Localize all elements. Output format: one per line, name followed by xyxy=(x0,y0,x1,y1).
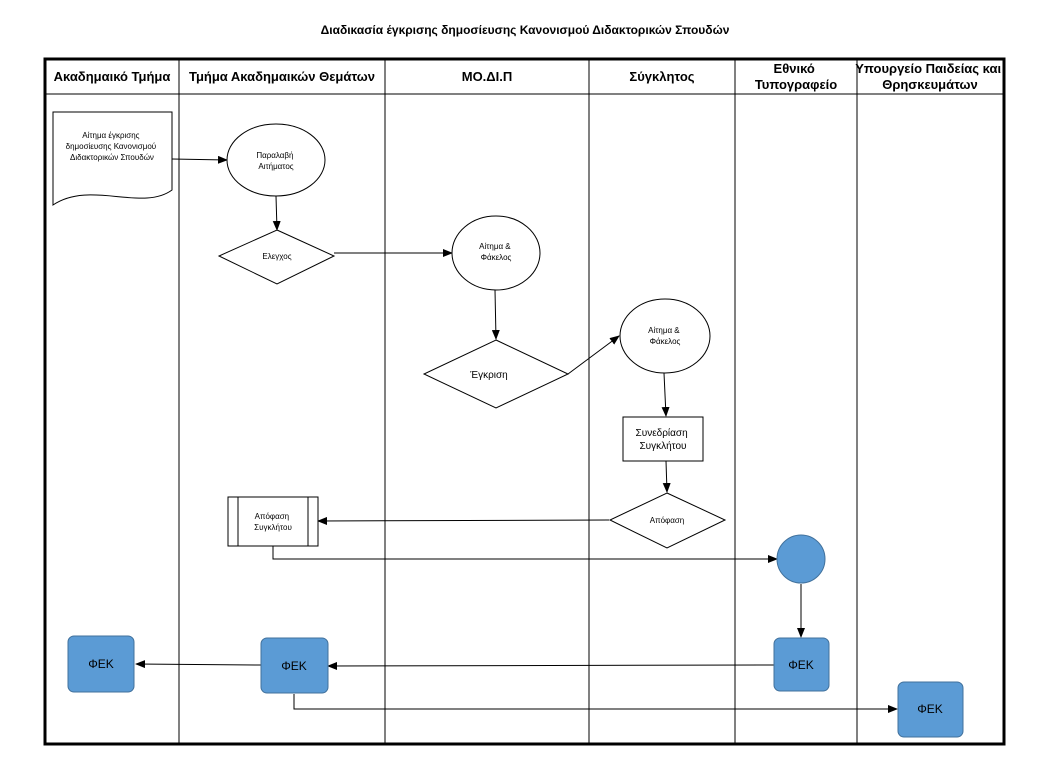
decision-node: Απόφαση xyxy=(608,492,727,549)
svg-text:Συνεδρίαση Συγκλήτου: Συνεδρίαση Συγκλήτου xyxy=(636,427,691,452)
receive-request-node: Παραλαβή Αιτήματος xyxy=(226,123,326,197)
diagram-title: Διαδικασία έγκρισης δημοσίευσης Κανονισμ… xyxy=(321,23,730,37)
senate-decision-subprocess: Απόφαση Συγκλήτου xyxy=(227,496,319,547)
request-folder-modip-node: Αίτημα & Φάκελος xyxy=(451,215,541,291)
edge-senate-decision-to-connector xyxy=(272,546,778,563)
fek-printing-node: ΦΕΚ xyxy=(773,637,830,692)
svg-text:Παραλαβή Αιτήματος: Παραλαβή Αιτήματος xyxy=(256,151,295,171)
edge-fek-academic-to-fek-ministry xyxy=(293,694,898,713)
edge-request-to-receive xyxy=(171,155,228,164)
edge-approval-to-folder xyxy=(567,335,620,375)
svg-text:Αίτημα & Φάκελος: Αίτημα & Φάκελος xyxy=(479,242,513,262)
edge-fek-printing-to-fek-academic xyxy=(327,661,775,670)
edge-receive-to-check xyxy=(272,195,281,231)
fek-dept-node: ΦΕΚ xyxy=(67,635,135,693)
printing-connector-node xyxy=(776,534,826,584)
svg-text:ΦΕΚ: ΦΕΚ xyxy=(917,702,943,716)
svg-text:ΦΕΚ: ΦΕΚ xyxy=(88,657,114,671)
lane-header-academic: Τμήμα Ακαδημαικών Θεμάτων xyxy=(189,69,375,84)
lane-header-modip: ΜΟ.ΔΙ.Π xyxy=(462,69,513,84)
edge-folder-to-approval xyxy=(491,289,500,340)
edge-decision-to-senate-decision xyxy=(317,516,610,525)
svg-text:Αίτημα έγκρισης δημοσί: Αίτημα έγκρισης δημοσίευσης Κανονισμού Δ… xyxy=(66,131,159,162)
svg-text:Έγκριση: Έγκριση xyxy=(469,370,508,381)
edge-fek-academic-to-fek-dept xyxy=(135,660,262,669)
svg-text:ΦΕΚ: ΦΕΚ xyxy=(281,659,307,673)
svg-text:Ελεγχος: Ελεγχος xyxy=(262,252,291,261)
edge-folder-to-meeting xyxy=(661,372,670,417)
edge-meeting-to-decision xyxy=(662,460,671,493)
request-document: Αίτημα έγκρισης δημοσίευσης Κανονισμού Δ… xyxy=(52,111,173,206)
svg-text:Απόφαση Συγκλήτου: Απόφαση Συγκλήτου xyxy=(254,512,292,532)
lane-header-ministry: Υπουργείο Παιδείας και Θρησκευμάτων xyxy=(855,61,1004,92)
edges xyxy=(135,155,898,713)
senate-meeting-process: Συνεδρίαση Συγκλήτου xyxy=(622,416,704,462)
fek-ministry-node: ΦΕΚ xyxy=(897,681,964,738)
request-folder-senate-node: Αίτημα & Φάκελος xyxy=(619,298,711,374)
svg-text:Αίτημα & Φάκελος: Αίτημα & Φάκελος xyxy=(648,326,682,346)
fek-academic-node: ΦΕΚ xyxy=(260,637,329,694)
check-decision: Ελεγχος xyxy=(217,229,336,285)
approval-decision: Έγκριση xyxy=(422,339,570,409)
pool-frame xyxy=(43,57,1006,746)
lane-header-dept: Ακαδημαικό Τμήμα xyxy=(54,69,171,84)
lane-header-printing: Εθνικό Τυπογραφείο xyxy=(755,61,837,92)
svg-text:Απόφαση: Απόφαση xyxy=(650,516,685,525)
svg-text:ΦΕΚ: ΦΕΚ xyxy=(788,658,814,672)
lane-header-senate: Σύγκλητος xyxy=(629,69,694,84)
